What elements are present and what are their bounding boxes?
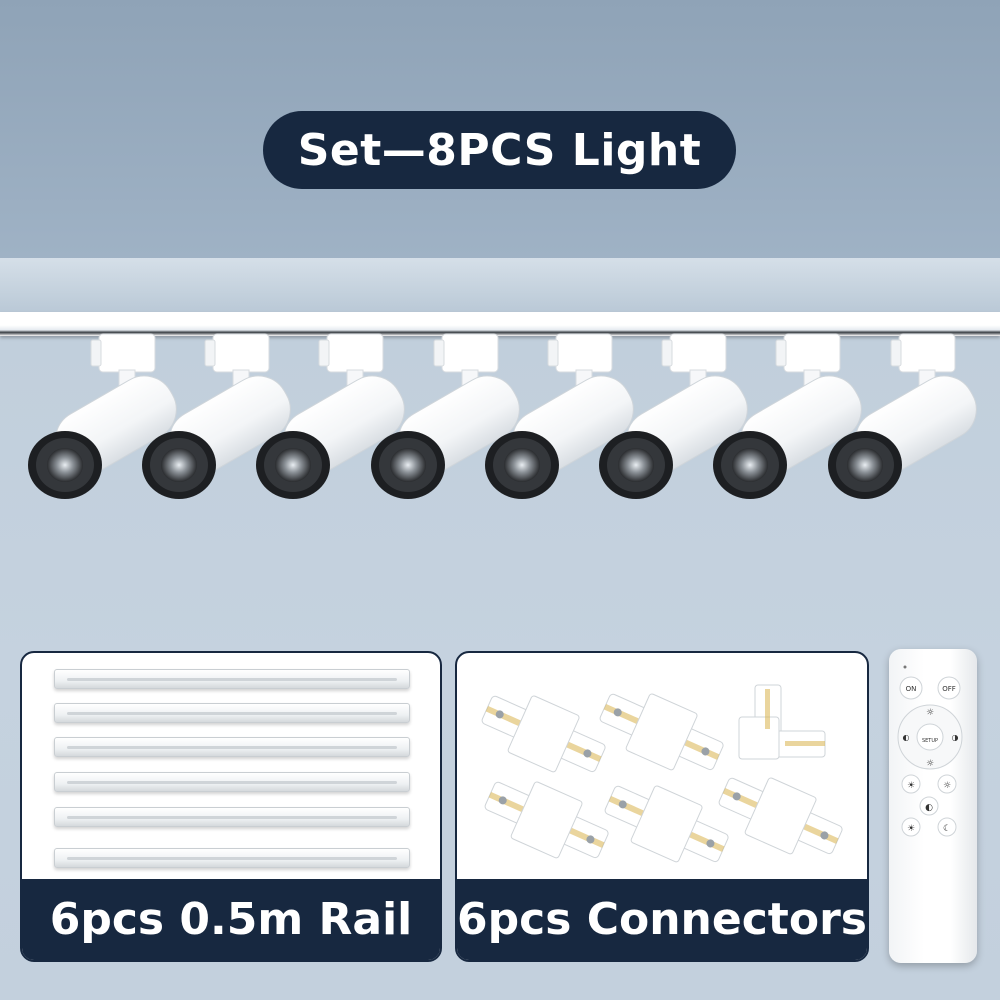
connector-3 [476, 765, 617, 874]
remote-control: ON OFF SETUP ☼ ☼ ◐ ◑ ☀ ☼ ◐ ☀ ☾ [889, 649, 977, 963]
connectors-label-bar: 6pcs Connectors [457, 879, 867, 960]
night-mode-icon: ☾ [943, 824, 951, 834]
connector-1 [473, 679, 614, 788]
connectors-panel: 6pcs Connectors [455, 651, 869, 962]
rail-stick-6 [54, 848, 410, 868]
color-cool-icon: ◑ [952, 733, 959, 742]
setup-button-label: SETUP [922, 738, 938, 744]
brightness-down-icon: ☼ [926, 759, 934, 769]
title-text: Set—8PCS Light [297, 124, 702, 176]
connector-2 [591, 677, 732, 786]
connector-5 [710, 761, 851, 870]
title-banner: Set—8PCS Light [263, 111, 736, 189]
contrast-icon: ◐ [925, 803, 933, 813]
rail-stick-3 [54, 737, 410, 757]
rail-stick-5 [54, 807, 410, 827]
dim-icon: ☼ [943, 781, 951, 791]
on-button-label: ON [906, 685, 917, 693]
rail-stick-2 [54, 703, 410, 723]
rails-panel: 6pcs 0.5m Rail [20, 651, 442, 962]
rail-stick-1 [54, 669, 410, 689]
ceiling-track-rail [0, 312, 1000, 336]
connectors-label: 6pcs Connectors [457, 894, 867, 945]
reading-icon: ☀ [907, 824, 915, 834]
color-warm-icon: ◐ [903, 733, 910, 742]
connector-l-shape [738, 684, 826, 760]
brightness-up-icon: ☼ [926, 708, 934, 718]
track-lights-row [27, 333, 988, 500]
connector-4 [596, 769, 737, 878]
off-button-label: OFF [942, 685, 956, 693]
remote-buttons: ON OFF SETUP ☼ ☼ ◐ ◑ ☀ ☼ ◐ ☀ ☾ [897, 665, 963, 837]
sun-icon: ☀ [907, 781, 915, 791]
rails-label-bar: 6pcs 0.5m Rail [22, 879, 440, 960]
connector-pieces [473, 677, 851, 878]
rail-stick-4 [54, 772, 410, 792]
rails-label: 6pcs 0.5m Rail [49, 894, 413, 945]
ceiling-band [0, 258, 1000, 314]
